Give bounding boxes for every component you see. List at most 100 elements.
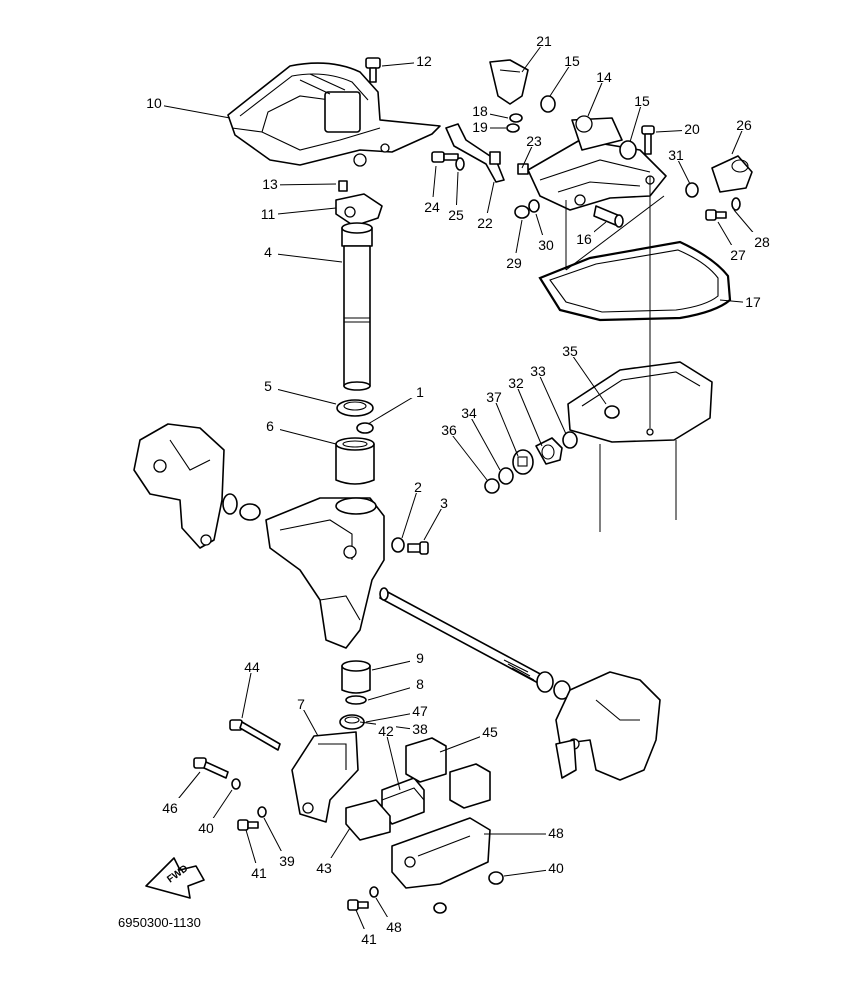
- callout-6: 6: [266, 418, 274, 434]
- document-code: 6950300-1130: [118, 915, 201, 930]
- callout-30: 30: [538, 237, 554, 253]
- leader-line-15: [549, 61, 573, 97]
- callout-34: 34: [461, 405, 477, 421]
- callout-27: 27: [730, 247, 746, 263]
- callout-bg-46: [160, 798, 180, 814]
- bolt-12: [365, 57, 381, 83]
- knob-15a: [540, 95, 556, 113]
- callout-bg-34: [459, 403, 479, 419]
- callout-bg-40: [196, 818, 216, 834]
- callout-15: 15: [564, 53, 580, 69]
- callout-bg-33: [528, 361, 548, 377]
- callout-21: 21: [536, 33, 552, 49]
- callout-bg-31: [666, 145, 686, 161]
- lever-14: [571, 115, 623, 151]
- callout-8: 8: [416, 676, 424, 692]
- callout-43: 43: [316, 860, 332, 876]
- washer-41a: [257, 806, 267, 818]
- callout-3: 3: [440, 495, 448, 511]
- collar-13: [338, 180, 348, 192]
- seal-17: [538, 240, 732, 322]
- leader-line-10: [153, 103, 231, 119]
- knob-15b: [619, 140, 637, 160]
- callout-bg-28: [752, 232, 772, 248]
- bushing-left: [222, 493, 261, 521]
- callout-bg-38: [410, 719, 430, 735]
- leader-line-3: [423, 503, 445, 541]
- callout-29: 29: [506, 255, 522, 271]
- leader-line-6: [269, 426, 337, 445]
- mount-42a: [405, 737, 447, 783]
- callout-33: 33: [530, 363, 546, 379]
- callout-bg-43: [314, 858, 334, 874]
- callout-47: 47: [412, 703, 428, 719]
- nut-48b: [433, 902, 447, 914]
- callout-15: 15: [634, 93, 650, 109]
- callout-bg-13: [260, 174, 280, 190]
- callout-bg-35: [560, 341, 580, 357]
- callout-bg-22: [475, 213, 495, 229]
- callout-40: 40: [548, 860, 564, 876]
- callout-37: 37: [486, 389, 502, 405]
- callout-26: 26: [736, 117, 752, 133]
- callout-bg-3: [434, 493, 454, 509]
- callout-24: 24: [424, 199, 440, 215]
- cover-plate: [567, 361, 713, 443]
- bolt-24: [431, 151, 459, 163]
- leader-line-1: [367, 392, 421, 425]
- o-ring-8: [345, 695, 367, 705]
- leader-line-2: [401, 487, 419, 539]
- callout-bg-27: [728, 245, 748, 261]
- callout-bg-20: [682, 119, 702, 135]
- clip-1: [356, 422, 374, 434]
- callout-bg-39: [277, 851, 297, 867]
- callout-48: 48: [386, 919, 402, 935]
- leader-line-42: [385, 731, 401, 791]
- grommet-32: [535, 437, 563, 465]
- callout-5: 5: [264, 378, 272, 394]
- callout-48: 48: [548, 825, 564, 841]
- callout-2: 2: [414, 479, 422, 495]
- callout-bg-14: [594, 67, 614, 83]
- clamp-bracket-right: [555, 671, 661, 781]
- damper-39: [345, 799, 391, 841]
- callout-19: 19: [472, 119, 488, 135]
- callout-44: 44: [244, 659, 260, 675]
- lever-21: [489, 59, 529, 105]
- bracket-44: [291, 731, 359, 823]
- callout-bg-7: [291, 694, 311, 710]
- callout-12: 12: [416, 53, 432, 69]
- callout-35: 35: [562, 343, 578, 359]
- callout-17: 17: [745, 294, 761, 310]
- callout-32: 32: [508, 375, 524, 391]
- callout-39: 39: [279, 853, 295, 869]
- callout-38: 38: [412, 721, 428, 737]
- leader-line-35: [569, 351, 607, 405]
- washer-28: [731, 197, 741, 211]
- callout-bg-45: [480, 722, 500, 738]
- callout-bg-4: [258, 242, 278, 258]
- link-rod-22: [445, 123, 505, 183]
- washer-46: [231, 778, 241, 790]
- ring-5: [336, 399, 374, 417]
- callout-bg-6: [260, 416, 280, 432]
- bolt-18-19: [506, 113, 523, 133]
- steering-handle-bracket: [227, 62, 441, 167]
- callout-bg-42: [376, 721, 396, 737]
- callout-46: 46: [162, 800, 178, 816]
- callout-bg-10: [144, 93, 164, 109]
- plate-37: [512, 449, 534, 475]
- callout-36: 36: [441, 422, 457, 438]
- callout-bg-26: [734, 115, 754, 131]
- bushing-9: [341, 660, 371, 694]
- callout-bg-18: [470, 101, 490, 117]
- callout-41: 41: [361, 931, 377, 947]
- leader-line-5: [267, 386, 337, 405]
- washer-41b: [369, 886, 379, 898]
- swivel-bracket: [265, 497, 385, 649]
- leader-line-13: [269, 183, 337, 186]
- callout-bg-5: [258, 376, 278, 392]
- bolt-20: [641, 125, 655, 155]
- callout-4: 4: [264, 244, 272, 260]
- bushing-6: [335, 437, 375, 485]
